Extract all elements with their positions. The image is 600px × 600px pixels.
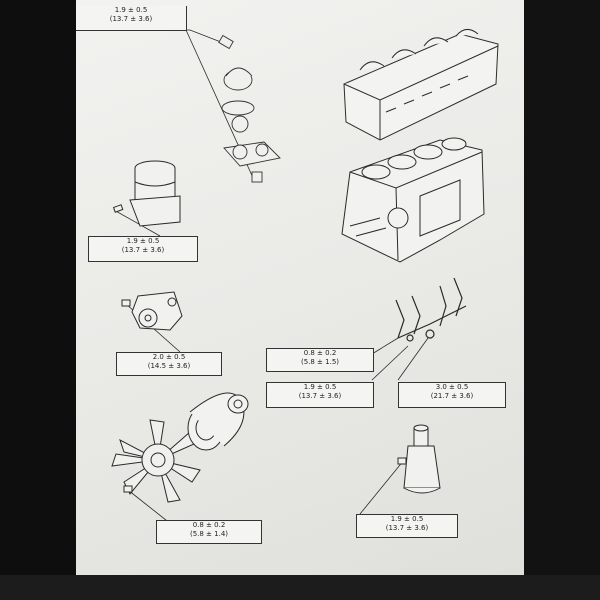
fan-pulley-belt bbox=[123, 392, 249, 493]
spec-top-left: 1.9 ± 0.5 (13.7 ± 3.6) bbox=[76, 6, 187, 31]
spec-value: 1.9 ± 0.5 bbox=[114, 6, 148, 14]
monitor-bezel-right bbox=[524, 0, 600, 600]
cylinder-head bbox=[343, 29, 499, 141]
spec-sub: (13.7 ± 3.6) bbox=[298, 392, 342, 400]
spec-value: 0.8 ± 0.2 bbox=[192, 521, 226, 529]
spec-fan: 0.8 ± 0.2 (5.8 ± 1.4) bbox=[156, 520, 262, 544]
oil-pump bbox=[397, 424, 441, 494]
leader-harness-nut bbox=[371, 345, 409, 381]
thermostat-assembly bbox=[218, 34, 281, 183]
spec-sub: (13.7 ± 3.6) bbox=[385, 524, 429, 532]
spec-sub: (21.7 ± 3.6) bbox=[430, 392, 474, 400]
spec-harness-stud: 3.0 ± 0.5 (21.7 ± 3.6) bbox=[398, 382, 506, 408]
spec-value: 1.9 ± 0.5 bbox=[303, 383, 337, 391]
monitor-bezel-left bbox=[0, 0, 76, 600]
leader-harness-bolt bbox=[371, 337, 399, 355]
spec-value: 3.0 ± 0.5 bbox=[435, 383, 469, 391]
spec-value: 1.9 ± 0.5 bbox=[126, 237, 160, 245]
leader-oil-filter bbox=[113, 209, 161, 237]
spec-sub: (13.7 ± 3.6) bbox=[109, 15, 153, 23]
leader-top bbox=[76, 29, 227, 45]
spec-sub: (5.8 ± 1.5) bbox=[300, 358, 340, 366]
spec-value: 1.9 ± 0.5 bbox=[390, 515, 424, 523]
spec-sub: (5.8 ± 1.4) bbox=[189, 530, 229, 538]
spec-oil-pump: 1.9 ± 0.5 (13.7 ± 3.6) bbox=[356, 514, 458, 538]
spec-value: 0.8 ± 0.2 bbox=[303, 349, 337, 357]
spec-water-pump: 2.0 ± 0.5 (14.5 ± 3.6) bbox=[116, 352, 222, 376]
wiring-harness bbox=[395, 277, 467, 342]
leader-harness-stud bbox=[397, 337, 429, 381]
spec-sub: (13.7 ± 3.6) bbox=[121, 246, 165, 254]
cooling-fan bbox=[111, 419, 201, 503]
spec-sub: (14.5 ± 3.6) bbox=[147, 362, 191, 370]
spec-harness-nut: 1.9 ± 0.5 (13.7 ± 3.6) bbox=[266, 382, 374, 408]
water-pump bbox=[121, 291, 183, 331]
spec-oil-filter: 1.9 ± 0.5 (13.7 ± 3.6) bbox=[88, 236, 198, 262]
spec-harness-bolt: 0.8 ± 0.2 (5.8 ± 1.5) bbox=[266, 348, 374, 372]
monitor-bezel-bottom bbox=[0, 575, 600, 600]
oil-filter bbox=[112, 160, 181, 227]
leader-oil-pump bbox=[359, 459, 405, 515]
cylinder-block bbox=[341, 137, 485, 263]
spec-value: 2.0 ± 0.5 bbox=[152, 353, 186, 361]
